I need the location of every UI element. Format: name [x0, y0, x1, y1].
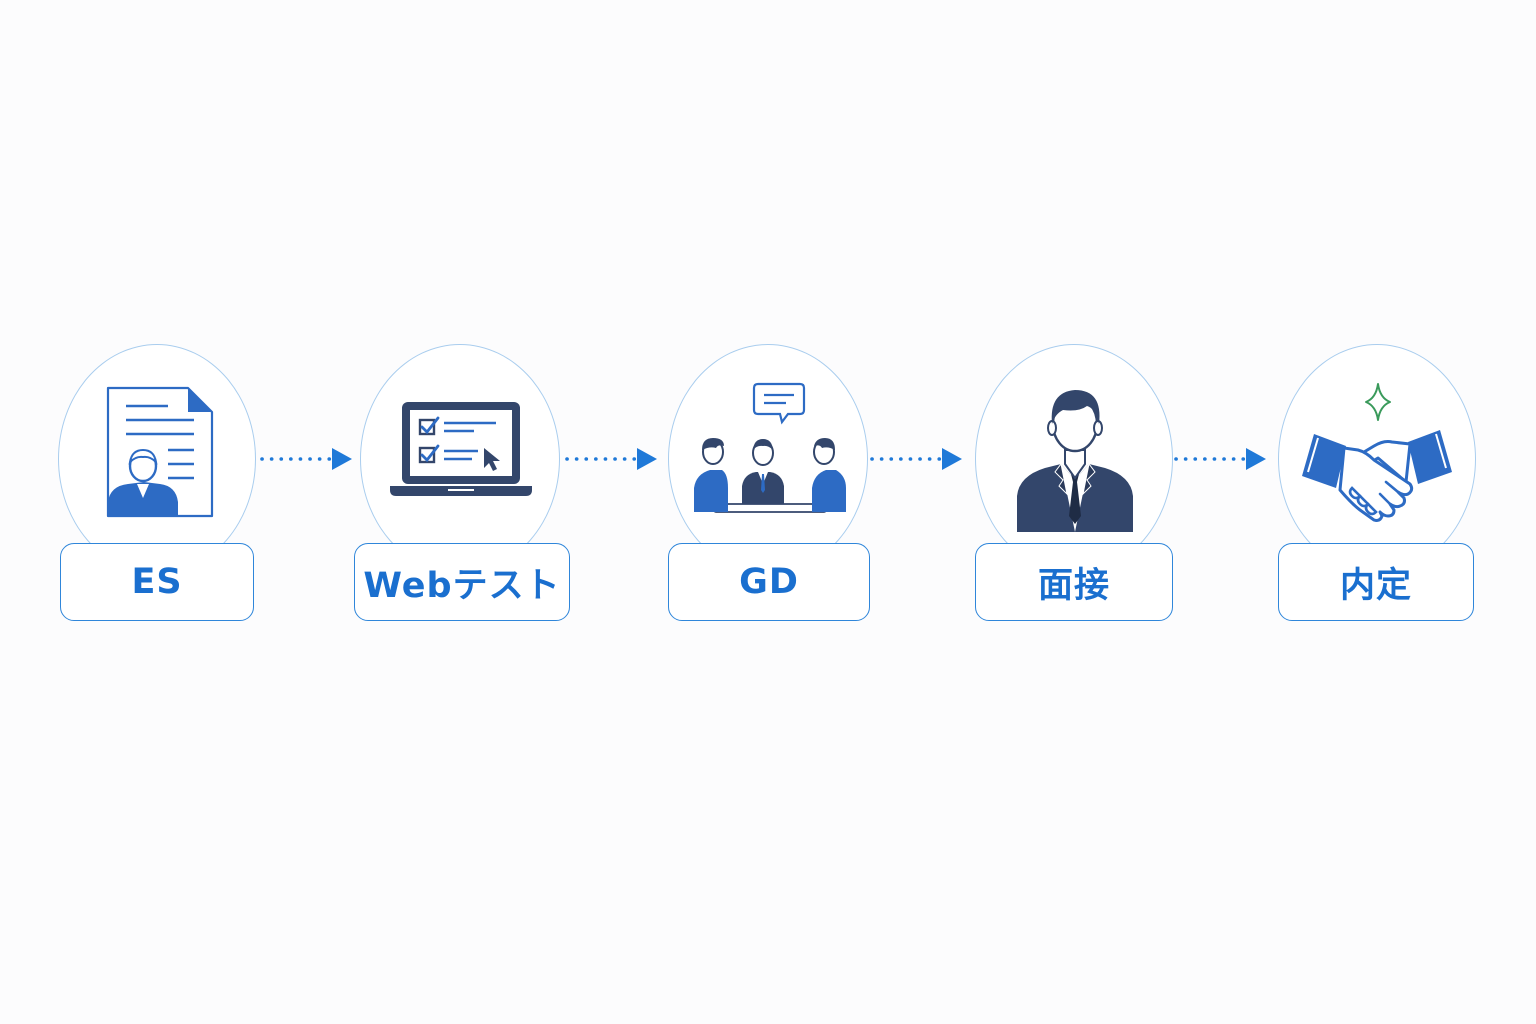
step-label: 内定: [1278, 543, 1474, 621]
laptop-checklist-icon: [390, 402, 532, 496]
step-label: Webテスト: [354, 543, 570, 621]
dotted-arrow-icon: [870, 448, 962, 470]
sparkle-icon: [1365, 383, 1391, 421]
handshake-icon: [1302, 430, 1452, 522]
step-label: GD: [668, 543, 870, 621]
step-label: 面接: [975, 543, 1173, 621]
interviewer-person-icon: [1017, 390, 1133, 532]
dotted-arrow-icon: [1174, 448, 1266, 470]
group-discussion-icon: [694, 382, 846, 513]
dotted-arrow-icon: [565, 448, 657, 470]
step-label: ES: [60, 543, 254, 621]
resume-document-icon: [106, 386, 214, 518]
speech-bubble-icon: [752, 382, 806, 425]
dotted-arrow-icon: [260, 448, 352, 470]
